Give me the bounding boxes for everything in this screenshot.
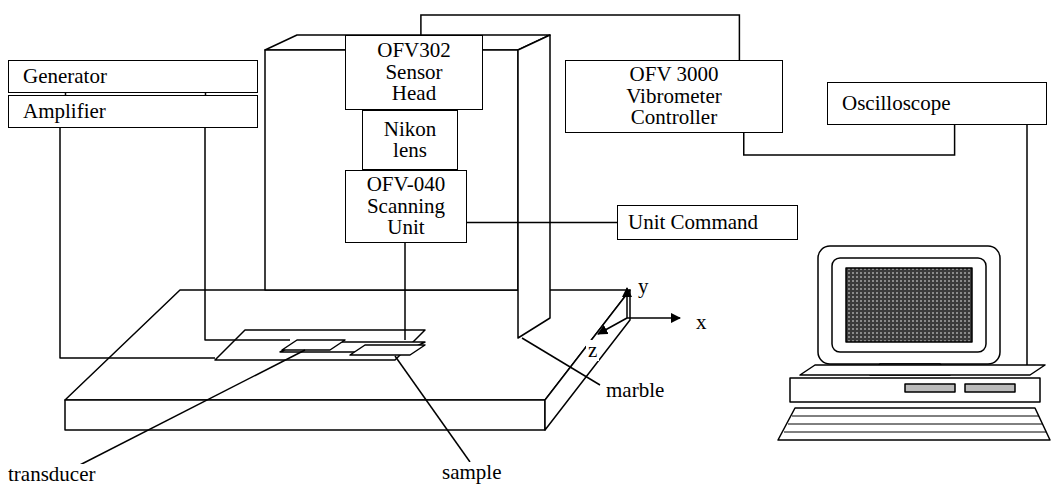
marble-front — [65, 400, 545, 430]
part-label: transducer — [6, 464, 97, 485]
sample-plate — [215, 330, 425, 360]
axis-arrow — [626, 288, 628, 318]
part-label: sample — [440, 462, 503, 483]
device-label: OFV 3000 Vibrometer Controller — [614, 64, 734, 128]
leader-line — [70, 350, 305, 470]
keyboard-row — [792, 416, 1039, 417]
signal-cable — [467, 222, 617, 224]
device-box: Generator — [8, 60, 258, 93]
device-label: Generator — [23, 66, 107, 87]
device-label: OFV-040 Scanning Unit — [356, 174, 456, 238]
frame-side — [518, 35, 550, 338]
monitor-bezel — [832, 258, 986, 352]
keyboard-row — [784, 432, 1046, 433]
keyboard — [778, 408, 1050, 440]
computer-top — [800, 365, 1045, 375]
oscilloscope-cable — [1026, 125, 1028, 365]
device-box: OFV302 Sensor Head — [345, 35, 483, 110]
axis-arrow — [627, 317, 680, 319]
leader-line — [395, 356, 470, 462]
device-box: Nikon lens — [362, 110, 458, 170]
axis-label: z — [586, 340, 599, 361]
amplifier-wire — [205, 128, 290, 340]
device-box: OFV-040 Scanning Unit — [345, 170, 467, 243]
device-label: Unit Command — [628, 212, 758, 233]
device-box: Unit Command — [617, 205, 798, 240]
device-label: Amplifier — [23, 101, 106, 122]
device-box: Amplifier — [8, 95, 258, 128]
axis-arrow — [598, 318, 627, 334]
computer-case — [790, 378, 1040, 402]
transducer-block — [282, 340, 345, 350]
monitor-screen — [846, 268, 972, 342]
device-box: OFV 3000 Vibrometer Controller — [565, 60, 783, 133]
amplifier-wire — [60, 128, 215, 358]
disk-drive — [905, 384, 955, 392]
axis-label: y — [636, 276, 651, 297]
monitor — [818, 246, 1000, 364]
device-label: Oscilloscope — [842, 93, 950, 114]
leader-line — [522, 338, 600, 385]
axis-label: x — [694, 312, 709, 333]
device-box: Oscilloscope — [827, 82, 1047, 125]
disk-drive — [965, 384, 1015, 392]
part-label: marble — [604, 380, 666, 401]
device-label: Nikon lens — [375, 119, 445, 162]
laser-beam — [404, 240, 406, 340]
device-label: OFV302 Sensor Head — [364, 40, 464, 104]
sample-tab — [350, 345, 425, 355]
keyboard-row — [788, 424, 1043, 425]
